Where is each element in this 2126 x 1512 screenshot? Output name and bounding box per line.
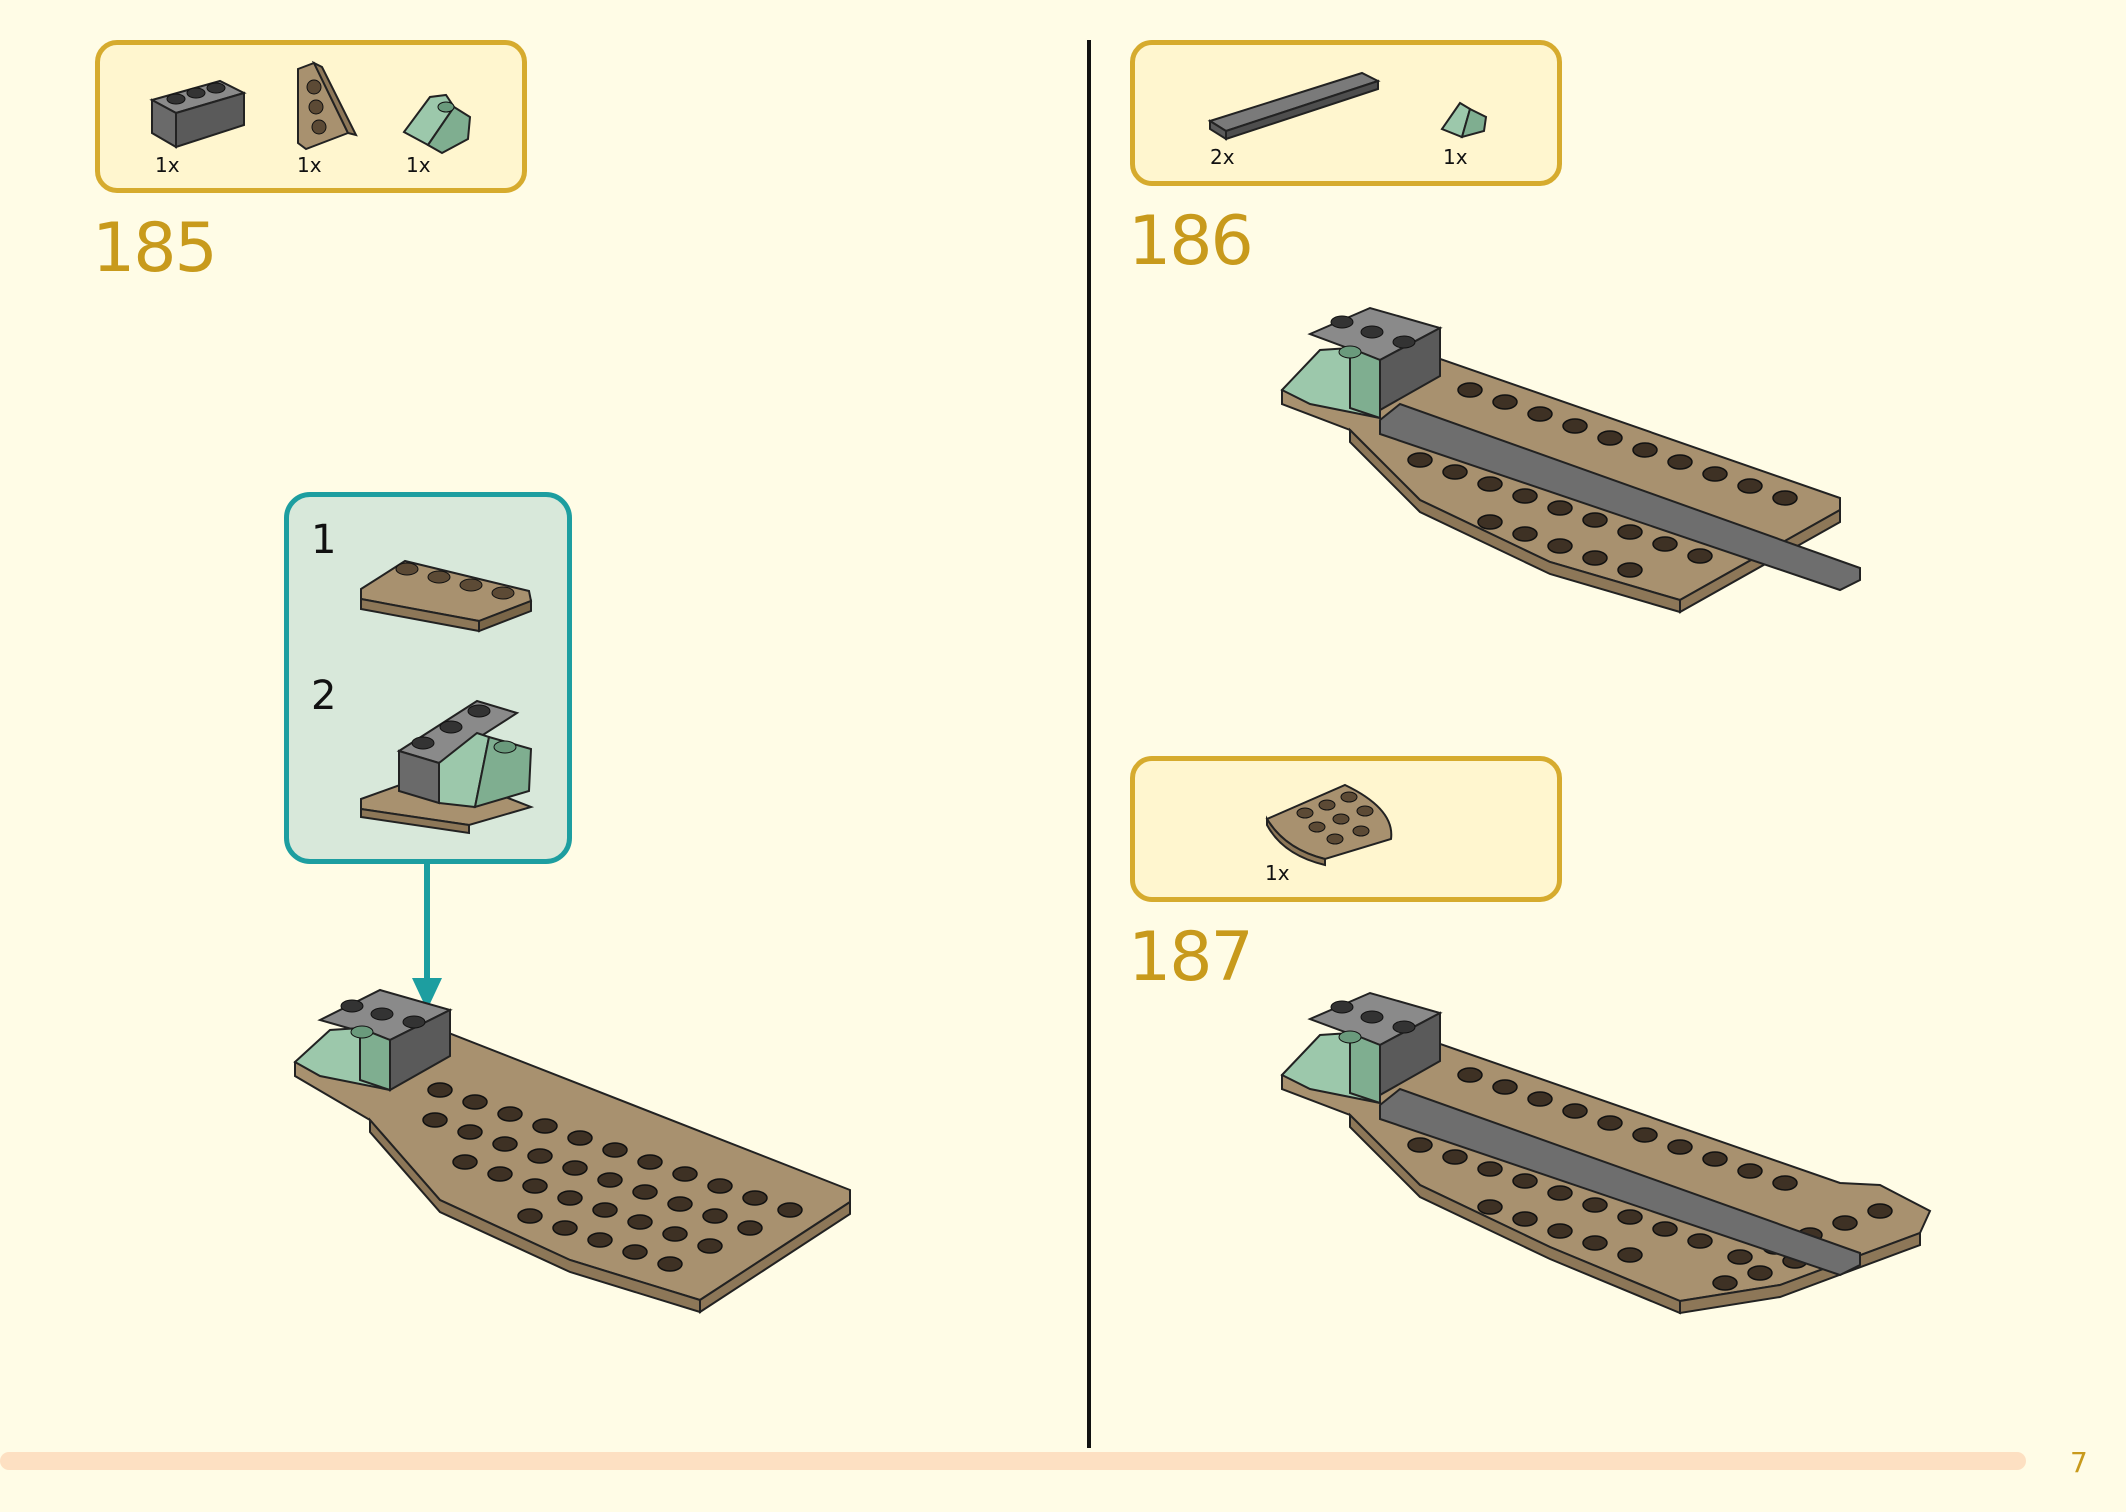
subassembly-callout: 1 2 [284, 492, 572, 864]
part-qty: 2x [1210, 145, 1235, 169]
page-divider [1087, 40, 1091, 1448]
substep-number: 1 [311, 517, 337, 563]
step-number-186: 186 [1128, 202, 1254, 281]
part-qty: 1x [1265, 861, 1290, 885]
step-number-185: 185 [92, 209, 218, 288]
tan-quarter-round-plate-icon [1265, 783, 1393, 867]
tan-wedge-plate-substep-icon [360, 559, 533, 633]
part-qty: 1x [297, 153, 322, 177]
sand-green-small-slope-icon [1440, 101, 1488, 139]
part-qty: 1x [1443, 145, 1468, 169]
step-number-187: 187 [1128, 918, 1254, 997]
build-model-185 [293, 988, 851, 1314]
parts-callout-187: 1x [1130, 756, 1562, 902]
tan-wedge-plate-icon [297, 60, 358, 151]
build-model-187 [1280, 991, 1932, 1315]
part-qty: 1x [406, 153, 431, 177]
parts-callout-186: 2x 1x [1130, 40, 1562, 186]
sand-green-slope-icon [402, 93, 472, 155]
page-number: 7 [2070, 1446, 2088, 1479]
dark-gray-brick-1x3-icon [149, 79, 247, 149]
parts-callout-185: 1x 1x 1x [95, 40, 527, 193]
placement-arrow [412, 864, 442, 1010]
dark-gray-tile-long-icon [1207, 71, 1381, 141]
progress-bar [0, 1452, 2026, 1470]
part-qty: 1x [155, 153, 180, 177]
build-model-186 [1280, 306, 1861, 614]
substep-number: 2 [311, 673, 337, 719]
wedge-brick-slope-substep-icon [360, 699, 535, 835]
